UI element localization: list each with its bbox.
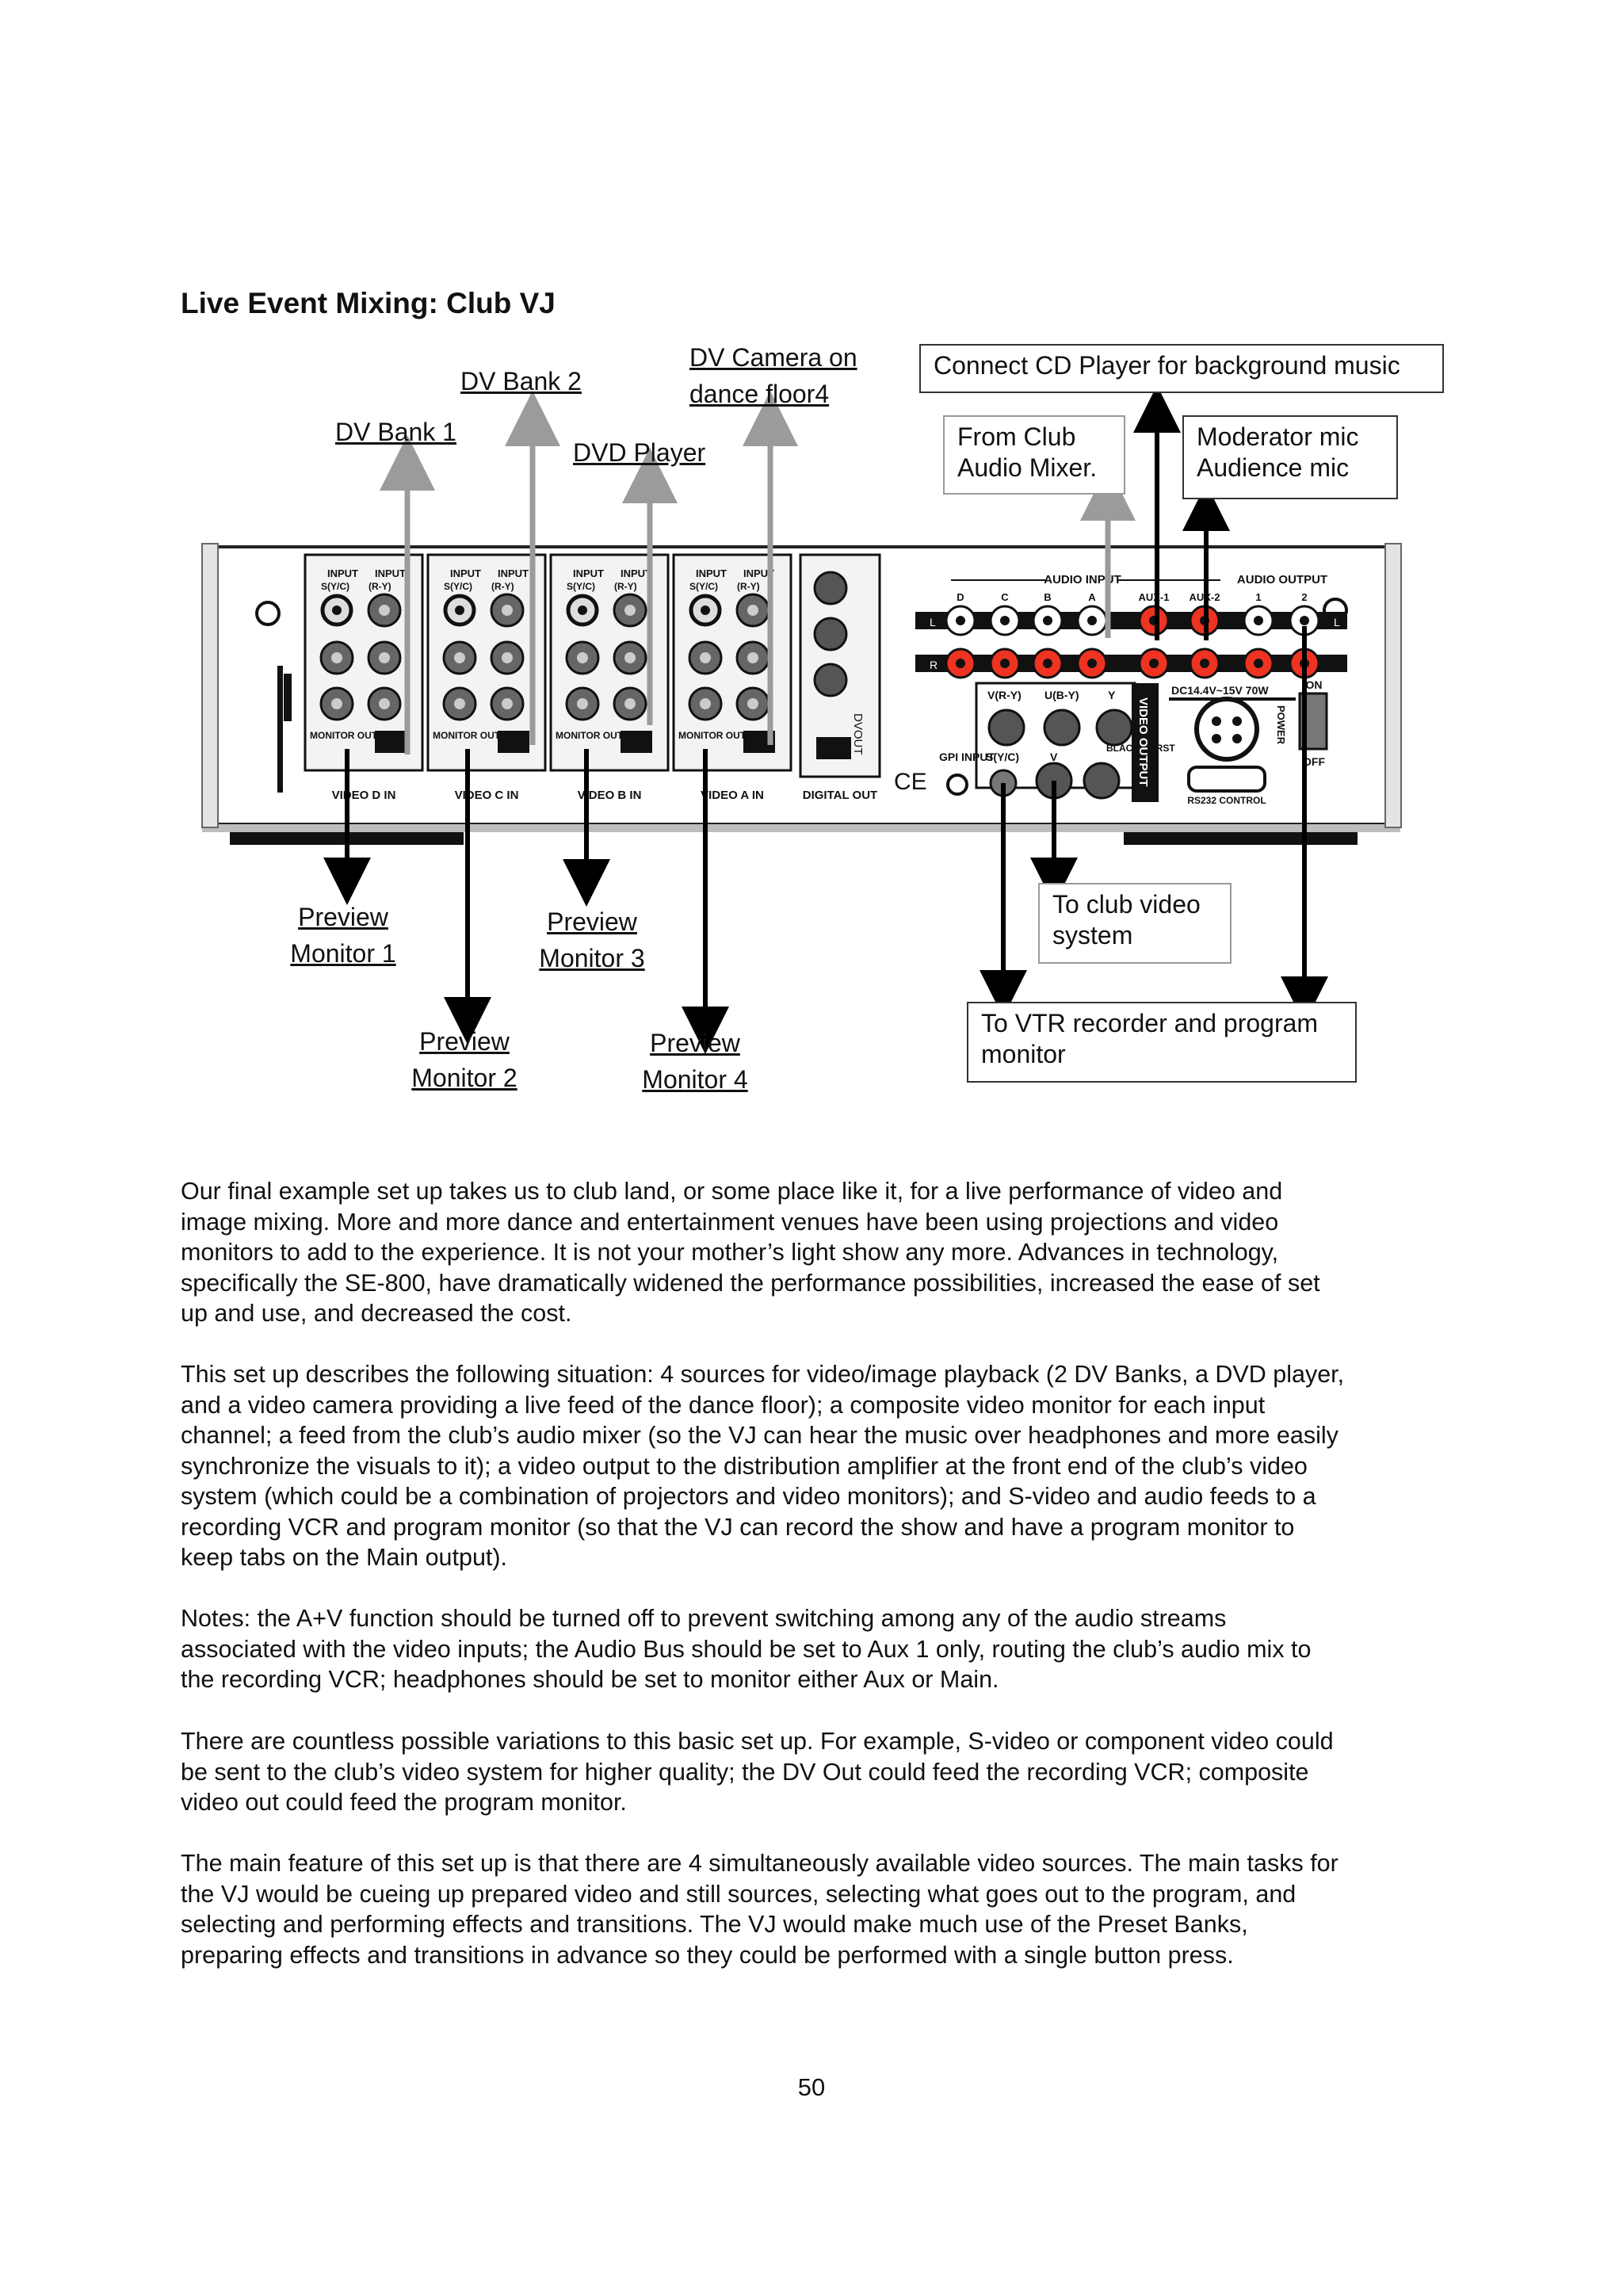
- source-arrows: [380, 391, 1136, 755]
- dv-camera-label-line2: dance floor4: [689, 380, 830, 408]
- preview-monitor-2-line2: Monitor 2: [411, 1064, 517, 1092]
- input-label: INPUT: [327, 567, 358, 579]
- preview-monitor-1-line1: Preview: [298, 903, 388, 931]
- mics-line1: Moderator mic: [1197, 422, 1359, 451]
- power-label: POWER: [1275, 705, 1287, 745]
- input-label: INPUT: [573, 567, 604, 579]
- input-label: INPUT: [696, 567, 727, 579]
- cd-player-box: Connect CD Player for background music: [919, 344, 1444, 393]
- audio-channel-label: 2: [1301, 591, 1307, 603]
- audio-channel-label: A: [1088, 591, 1096, 603]
- svc-label: S(Y/C): [689, 581, 718, 592]
- preview-monitor-1-line2: Monitor 1: [290, 939, 396, 968]
- ce-mark: CE: [894, 769, 927, 795]
- dv-bank-2-label: DV Bank 2: [460, 367, 582, 395]
- input-label: INPUT: [621, 567, 651, 579]
- uby-label: U(B-Y): [1044, 689, 1079, 701]
- audio-channel-label: D: [957, 591, 964, 603]
- digital-out-module: DVOUT DIGITAL OUT: [799, 553, 881, 802]
- club-video-line1: To club video: [1052, 890, 1201, 919]
- gpi-label: GPI INPUT: [939, 751, 995, 763]
- dv-bank-1-label: DV Bank 1: [335, 418, 456, 446]
- mics-line2: Audience mic: [1197, 453, 1350, 482]
- page-number: 50: [797, 2073, 826, 2101]
- paragraph-setup: This set up describes the following situ…: [181, 1361, 1345, 1571]
- paragraph-notes: Notes: the A+V function should be turned…: [181, 1605, 1312, 1693]
- output-arrows: [323, 385, 1328, 1054]
- preview-monitor-4-line1: Preview: [650, 1029, 740, 1057]
- preview-monitor-4-line2: Monitor 4: [642, 1065, 748, 1094]
- channel-left-label-out: L: [1334, 616, 1340, 628]
- audio-channel-label: C: [1001, 591, 1009, 603]
- video-output-section: V(R-Y) U(B-Y) Y S(Y/C) V BLACK BURST VID…: [894, 682, 1175, 802]
- rs232-label: RS232 CONTROL: [1187, 795, 1266, 806]
- ry-label: (R-Y): [369, 581, 391, 592]
- dv-camera-label-line1: DV Camera on: [689, 343, 857, 372]
- cd-player-text: Connect CD Player for background music: [934, 351, 1400, 380]
- audio-input-label: AUDIO INPUT: [1044, 573, 1121, 586]
- club-video-line2: system: [1052, 921, 1133, 949]
- club-mixer-line2: Audio Mixer.: [957, 453, 1098, 482]
- input-label: INPUT: [375, 567, 406, 579]
- video-in-label: VIDEO D IN: [332, 789, 396, 802]
- dc-rating-label: DC14.4V~15V 70W: [1171, 684, 1269, 697]
- ry-label: (R-Y): [737, 581, 760, 592]
- preview-monitor-3-line1: Preview: [547, 907, 637, 936]
- input-label: INPUT: [743, 567, 774, 579]
- audio-channel-label: B: [1044, 591, 1051, 603]
- dv-out-label: DVOUT: [851, 713, 865, 755]
- vtr-recorder-box: To VTR recorder and program monitor: [967, 1002, 1357, 1083]
- preview-monitor-3-line2: Monitor 3: [539, 944, 645, 972]
- input-label: INPUT: [498, 567, 529, 579]
- dvd-player-label: DVD Player: [573, 438, 706, 467]
- svc-out-label: S(Y/C): [986, 751, 1019, 763]
- svc-label: S(Y/C): [567, 581, 595, 592]
- page-title: Live Event Mixing: Club VJ: [181, 287, 556, 319]
- vtr-line1: To VTR recorder and program: [981, 1009, 1319, 1037]
- club-audio-mixer-box: From Club Audio Mixer.: [943, 415, 1125, 495]
- off-label: OFF: [1303, 755, 1325, 768]
- preview-monitor-2-line1: Preview: [419, 1027, 510, 1056]
- video-in-label: VIDEO B IN: [578, 789, 642, 802]
- paragraph-intro: Our final example set up takes us to clu…: [181, 1178, 1320, 1327]
- audio-channel-label: AUX-1: [1138, 591, 1169, 603]
- digital-out-label: DIGITAL OUT: [803, 789, 877, 802]
- v-out-label: V: [1050, 751, 1058, 763]
- mics-box: Moderator mic Audience mic: [1182, 415, 1398, 499]
- paragraph-main-feature: The main feature of this set up is that …: [181, 1850, 1338, 1969]
- on-label: ON: [1306, 678, 1323, 691]
- club-mixer-line1: From Club: [957, 422, 1076, 451]
- y-label: Y: [1108, 689, 1116, 701]
- svc-label: S(Y/C): [444, 581, 472, 592]
- paragraph-variations: There are countless possible variations …: [181, 1728, 1334, 1816]
- audio-channel-label: 1: [1255, 591, 1261, 603]
- svc-label: S(Y/C): [321, 581, 349, 592]
- channel-right-label: R: [930, 659, 938, 671]
- channel-left-label: L: [930, 616, 936, 628]
- club-video-system-box: To club video system: [1038, 883, 1232, 964]
- video-in-label: VIDEO A IN: [701, 789, 764, 802]
- video-output-label: VIDEO OUTPUT: [1136, 697, 1150, 787]
- vtr-line2: monitor: [981, 1040, 1066, 1068]
- audio-output-label: AUDIO OUTPUT: [1237, 573, 1327, 586]
- ry-label: (R-Y): [491, 581, 514, 592]
- input-label: INPUT: [450, 567, 481, 579]
- vry-label: V(R-Y): [987, 689, 1022, 701]
- video-in-label: VIDEO C IN: [455, 789, 519, 802]
- ry-label: (R-Y): [614, 581, 637, 592]
